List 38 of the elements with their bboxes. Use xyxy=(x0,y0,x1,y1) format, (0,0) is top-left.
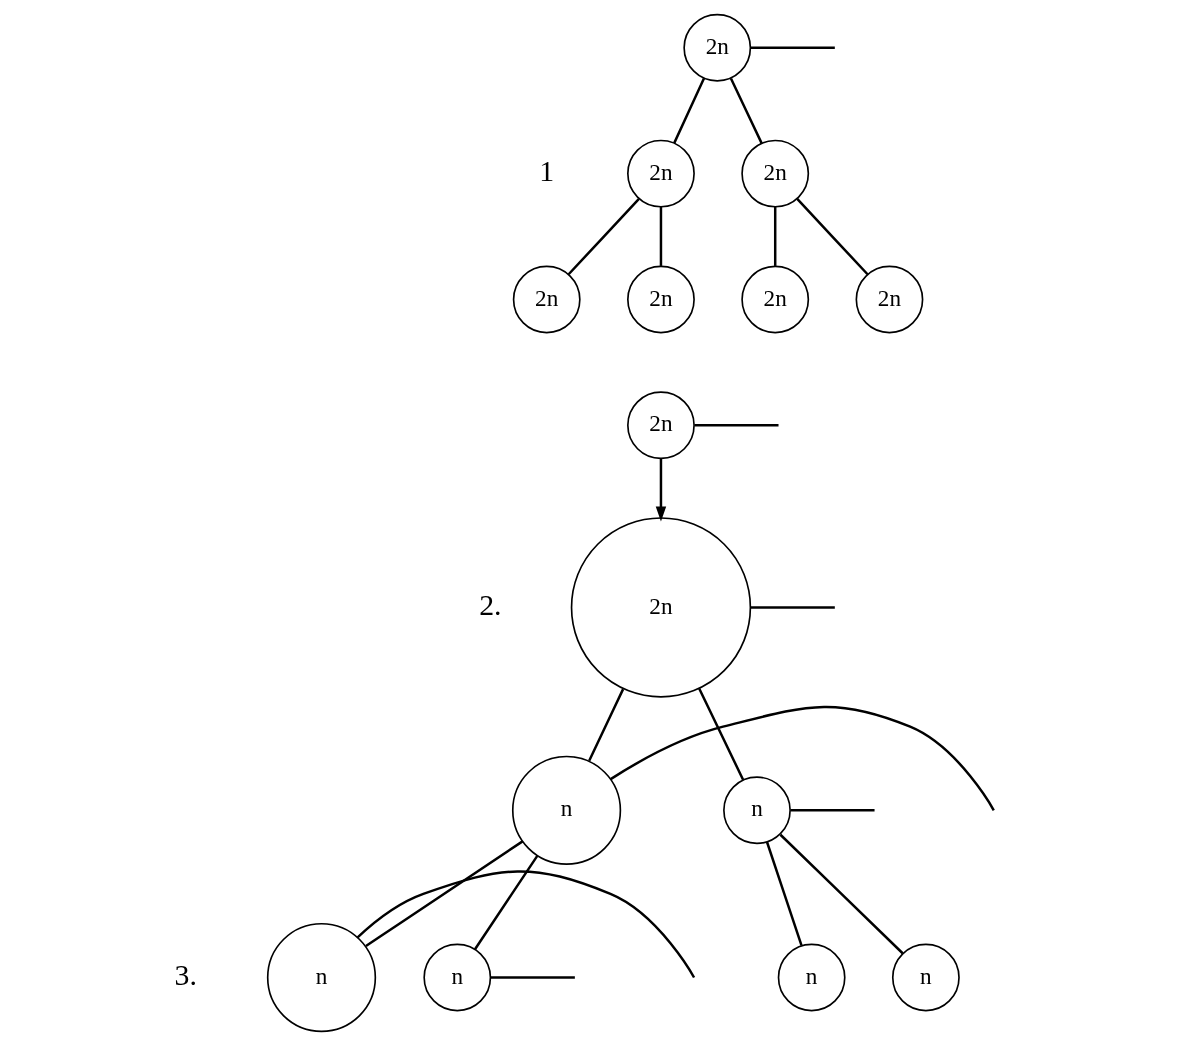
node-circle: 2n xyxy=(741,139,810,208)
connector xyxy=(694,424,779,427)
arrow xyxy=(655,458,667,522)
connector xyxy=(729,77,763,144)
connector xyxy=(750,606,835,609)
node-circle: n xyxy=(511,755,622,865)
connector xyxy=(659,206,663,266)
label: 2. xyxy=(479,587,502,621)
connector xyxy=(588,688,625,762)
connector xyxy=(698,688,745,781)
node-circle: n xyxy=(777,943,846,1012)
label: 1 xyxy=(539,153,555,187)
connector xyxy=(567,198,640,276)
connector xyxy=(490,976,575,979)
label: 3. xyxy=(174,957,197,991)
node-circle: 2n xyxy=(570,517,752,698)
node-circle: 2n xyxy=(683,13,752,82)
connector xyxy=(474,855,539,950)
connector xyxy=(790,809,875,812)
node-circle: n xyxy=(423,943,492,1012)
connector xyxy=(673,77,706,144)
connector xyxy=(365,840,524,948)
connector xyxy=(796,198,869,276)
node-circle: 2n xyxy=(627,391,695,460)
node-circle: 2n xyxy=(512,265,581,334)
connector xyxy=(356,870,696,979)
connector xyxy=(750,46,835,49)
node-circle: n xyxy=(891,943,960,1012)
node-circle: 2n xyxy=(627,265,695,334)
node-circle: n xyxy=(266,922,377,1033)
connector xyxy=(779,833,904,955)
connector xyxy=(765,841,803,946)
node-circle: 2n xyxy=(741,265,810,334)
connector xyxy=(610,705,995,811)
node-circle: 2n xyxy=(627,139,695,208)
connector xyxy=(773,206,777,266)
node-circle: n xyxy=(723,776,791,845)
node-circle: 2n xyxy=(855,265,924,334)
